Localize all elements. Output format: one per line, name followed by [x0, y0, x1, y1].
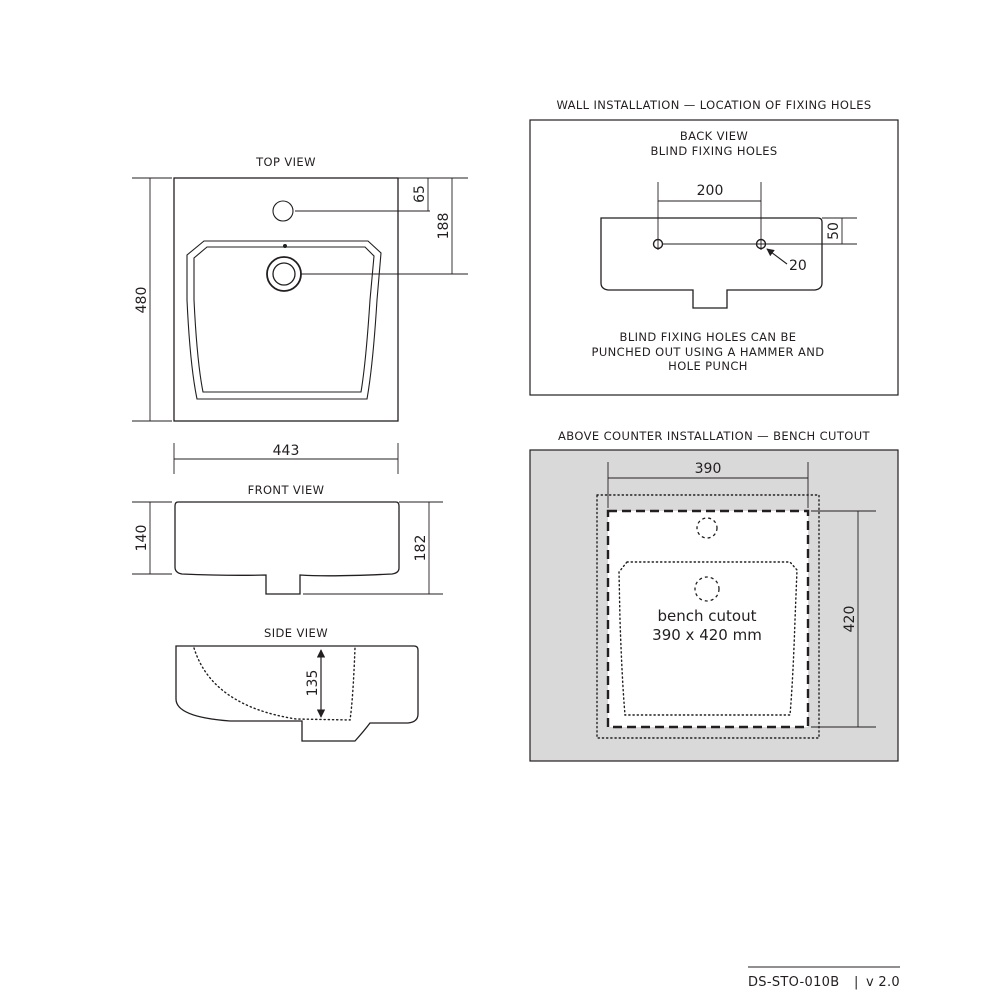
- wall-note-line3: HOLE PUNCH: [668, 359, 748, 373]
- dim-body-140: 140: [134, 525, 150, 552]
- tap-hole-dashed: [696, 517, 718, 539]
- cutout-label-line2: 390 x 420 mm: [652, 626, 762, 644]
- waste-inner: [272, 262, 296, 286]
- bench-cutout-dashed: [606, 509, 810, 729]
- side-view-bowl-profile: [193, 647, 356, 721]
- dim-tap-hole-65: 65: [412, 185, 428, 203]
- doc-code: DS-STO-010B: [748, 975, 839, 990]
- footer-separator: |: [854, 975, 859, 990]
- dim-waste-188: 188: [436, 213, 452, 240]
- basin-footprint-dotted: [596, 494, 820, 739]
- front-view-title: FRONT VIEW: [248, 483, 325, 497]
- dim-height-50: 50: [826, 222, 842, 240]
- front-view-body: [174, 501, 400, 595]
- overflow-hole: [283, 244, 287, 248]
- side-view-title: SIDE VIEW: [264, 626, 328, 640]
- top-view-bowl-inner: [193, 246, 375, 393]
- dim-depth-420: 420: [842, 606, 858, 633]
- dim-total-182: 182: [413, 535, 429, 562]
- side-view-body: [175, 645, 419, 742]
- wall-installation: WALL INSTALLATION — LOCATION OF FIXING H…: [529, 98, 899, 396]
- counter-installation: ABOVE COUNTER INSTALLATION — BENCH CUTOU…: [529, 429, 899, 762]
- cutout-area: [608, 511, 808, 727]
- back-view-basin: [600, 217, 823, 309]
- hole-leader-arrow: [766, 248, 788, 265]
- top-view-bowl-outer: [186, 240, 382, 400]
- blind-fixing-label: BLIND FIXING HOLES: [650, 144, 777, 158]
- bowl-outline-dotted: [618, 561, 798, 716]
- wall-installation-frame: [529, 119, 899, 396]
- dim-hole-20: 20: [789, 258, 807, 274]
- wall-installation-title: WALL INSTALLATION — LOCATION OF FIXING H…: [556, 98, 871, 112]
- top-view-basin-outline: [173, 177, 399, 422]
- dim-height-480: 480: [134, 287, 150, 314]
- dim-width-390: 390: [695, 461, 722, 477]
- wall-note-line2: PUNCHED OUT USING A HAMMER AND: [592, 345, 825, 359]
- front-view: FRONT VIEW 140 182: [132, 483, 443, 595]
- wall-note-line1: BLIND FIXING HOLES CAN BE: [620, 330, 797, 344]
- top-view: TOP VIEW 480 443 65 188: [132, 155, 468, 474]
- side-view: SIDE VIEW 135: [175, 626, 419, 742]
- tap-hole: [272, 200, 294, 222]
- back-view-label: BACK VIEW: [680, 129, 748, 143]
- waste-dashed: [694, 576, 720, 602]
- dim-spacing-200: 200: [697, 183, 724, 199]
- top-view-title: TOP VIEW: [255, 155, 316, 169]
- dim-width-443: 443: [273, 443, 300, 459]
- dim-depth-135: 135: [305, 670, 321, 697]
- cutout-label-line1: bench cutout: [658, 607, 757, 625]
- counter-installation-title: ABOVE COUNTER INSTALLATION — BENCH CUTOU…: [558, 429, 870, 443]
- doc-version: v 2.0: [866, 975, 900, 990]
